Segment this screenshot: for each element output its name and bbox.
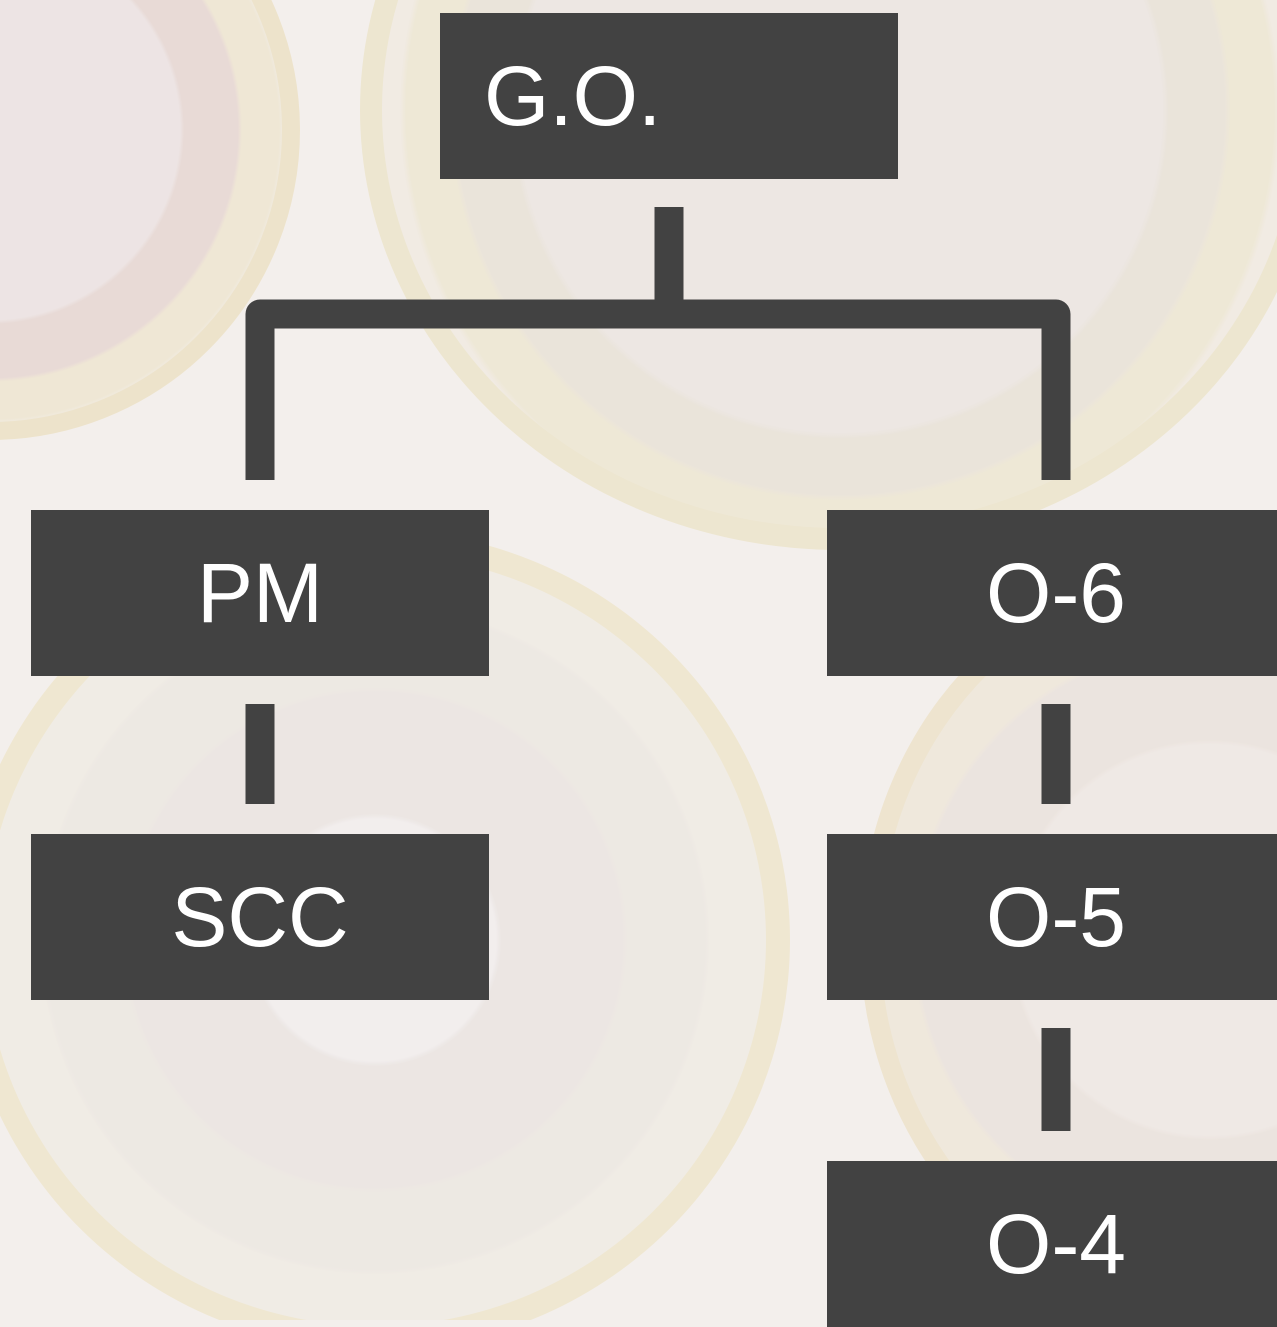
node-go: G.O. <box>440 13 898 179</box>
node-scc-label: SCC <box>171 869 349 964</box>
node-o4: O-4 <box>827 1161 1277 1327</box>
node-pm-label: PM <box>197 545 323 640</box>
node-o5: O-5 <box>827 834 1277 1000</box>
node-o6: O-6 <box>827 510 1277 676</box>
node-o5-label: O-5 <box>985 869 1127 964</box>
node-o6-label: O-6 <box>985 545 1127 640</box>
node-o4-label: O-4 <box>985 1196 1127 1291</box>
node-scc: SCC <box>31 834 489 1000</box>
connector-go-branch <box>245 299 1071 480</box>
node-pm: PM <box>31 510 489 676</box>
node-go-label: G.O. <box>484 48 662 143</box>
